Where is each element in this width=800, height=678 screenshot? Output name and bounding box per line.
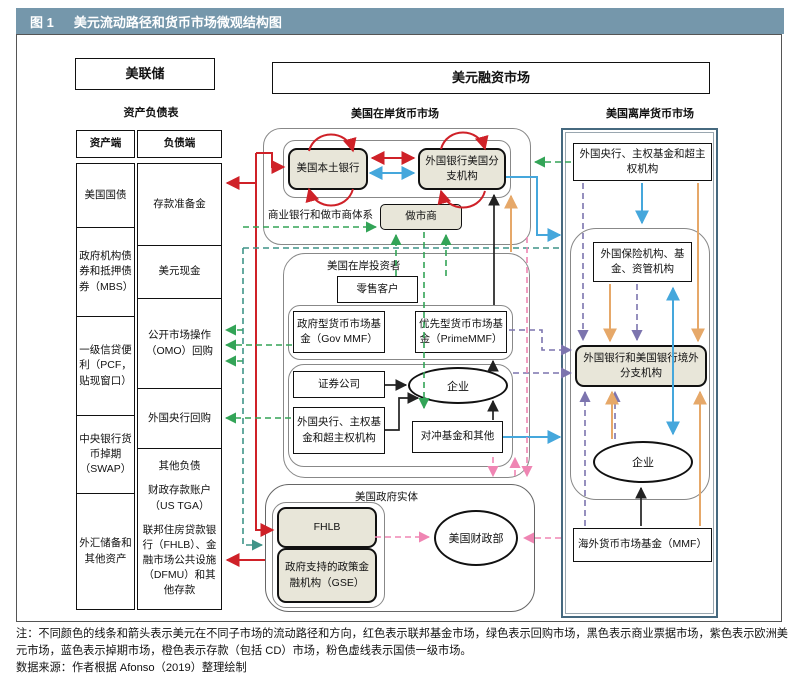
market-maker-box: 做市商 — [380, 204, 462, 230]
onshore-investors-container — [283, 253, 530, 478]
retail-clients-box: 零售客户 — [337, 276, 418, 303]
figure-notes: 注：不同颜色的线条和箭头表示美元在不同子市场的流动路径和方向，红色表示联邦基金市… — [16, 626, 790, 676]
onshore-market-label: 美国在岸货币市场 — [351, 108, 439, 120]
foreign-bank-us-branches-box: 外国银行美国分支机构 — [418, 148, 506, 190]
asset-cell-cb-swap: 中央银行货币掉期（SWAP） — [76, 415, 135, 494]
hedge-funds-box: 对冲基金和其他 — [412, 421, 503, 453]
securities-firms-box: 证券公司 — [293, 371, 385, 398]
gse-box: 政府支持的政策金融机构（GSE） — [277, 548, 377, 603]
asset-cell-fx-reserves: 外汇储备和其他资产 — [76, 493, 135, 610]
usd-funding-market-box: 美元融资市场 — [272, 62, 710, 94]
onshore-investors-label: 美国在岸投资者 — [327, 260, 401, 272]
liability-cell-reserves: 存款准备金 — [137, 163, 222, 246]
liability-header-cell: 负债端 — [137, 130, 222, 158]
onshore-foreign-cb-sovereign-box: 外国央行、主权基金和超主权机构 — [293, 407, 385, 454]
offshore-institutions-box: 外国保险机构、基金、资管机构 — [593, 242, 692, 282]
fhlb-dfmu-deposits-label: 联邦住房贷款银行（FHLB）、金融市场公共设施（DFMU）和其他存款 — [142, 523, 217, 597]
source-text: 数据来源：作者根据 Afonso（2019）整理绘制 — [16, 661, 247, 674]
liability-cell-foreign-cb-repo: 外国央行回购 — [137, 388, 222, 449]
liability-cell-usd-cash: 美元现金 — [137, 245, 222, 299]
us-treasury-ellipse: 美国财政部 — [434, 510, 518, 566]
onshore-corporates-ellipse: 企业 — [408, 367, 508, 404]
prime-mmf-box: 优先型货币市场基金（PrimeMMF） — [415, 311, 507, 353]
bank-dealer-system-label: 商业银行和做市商体系 — [268, 209, 373, 221]
offshore-inner-container — [570, 228, 710, 500]
fhlb-gse-inner-container — [272, 502, 385, 608]
fhlb-box: FHLB — [277, 507, 377, 548]
asset-cell-us-treasuries: 美国国债 — [76, 163, 135, 228]
asset-cell-agency-mbs: 政府机构债券和抵押债券（MBS） — [76, 227, 135, 317]
asset-cell-pcf-discount-window: 一级信贷便利（PCF，贴现窗口） — [76, 316, 135, 416]
offshore-bank-branches-box: 外国银行和美国银行境外分支机构 — [575, 345, 707, 387]
us-domestic-banks-box: 美国本土银行 — [288, 148, 368, 190]
asset-header-cell: 资产端 — [76, 130, 135, 158]
offshore-market-label: 美国离岸货币市场 — [606, 108, 694, 120]
fed-box: 美联储 — [75, 58, 215, 90]
liability-cell-omo-repo: 公开市场操作（OMO）回购 — [137, 298, 222, 389]
figure-title-bar: 图 1 美元流动路径和货币市场微观结构图 — [16, 8, 784, 34]
other-liabilities-label: 其他负债 — [158, 460, 201, 473]
liability-cell-other: 其他负债 财政存款账户（US TGA） 联邦住房贷款银行（FHLB）、金融市场公… — [137, 448, 222, 610]
note-text: 注：不同颜色的线条和箭头表示美元在不同子市场的流动路径和方向，红色表示联邦基金市… — [16, 628, 788, 657]
offshore-foreign-cb-sovereign-box: 外国央行、主权基金和超主权机构 — [573, 143, 712, 181]
government-entities-container — [265, 484, 535, 612]
balance-sheet-label: 资产负债表 — [123, 107, 179, 119]
overseas-mmf-box: 海外货币市场基金（MMF） — [573, 528, 712, 562]
tga-label: 财政存款账户（US TGA） — [148, 484, 211, 512]
government-entities-label: 美国政府实体 — [355, 491, 418, 503]
offshore-corporates-ellipse: 企业 — [593, 441, 693, 483]
corporates-inner-container — [288, 364, 513, 467]
gov-mmf-box: 政府型货币市场基金（Gov MMF） — [293, 311, 385, 353]
figure-tag: 图 1 — [30, 14, 54, 30]
figure-title: 美元流动路径和货币市场微观结构图 — [73, 14, 282, 30]
